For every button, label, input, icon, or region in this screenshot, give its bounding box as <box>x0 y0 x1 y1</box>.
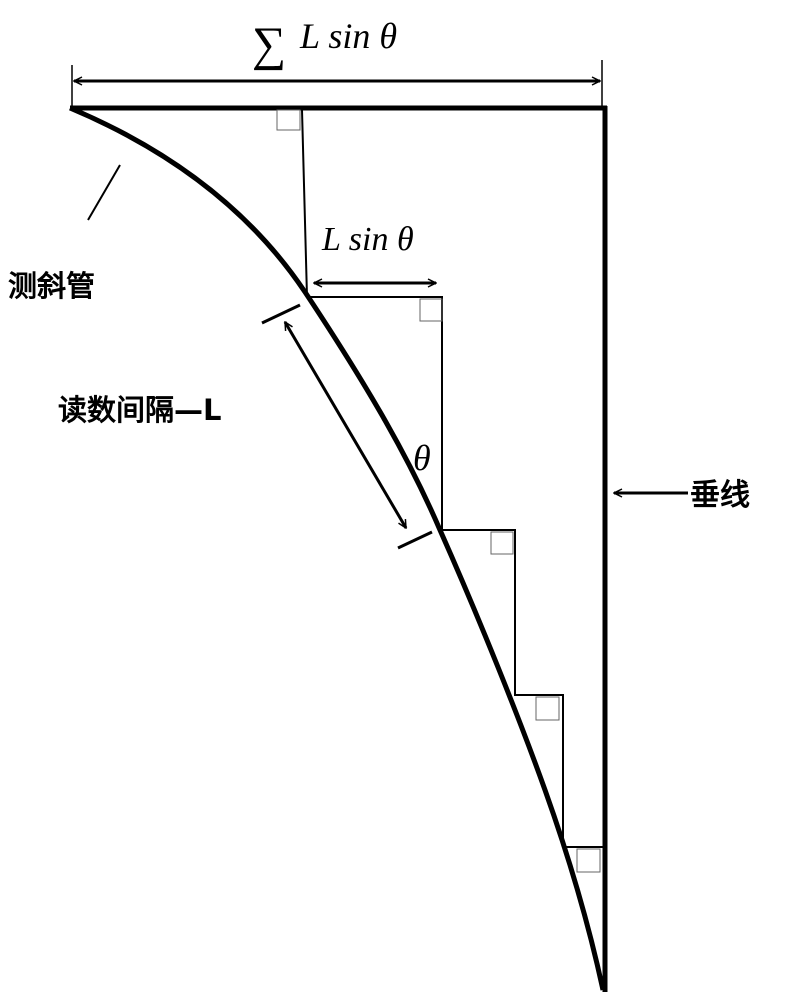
pipe-label: 测斜管 <box>8 269 95 303</box>
sum-expression: L sin θ <box>299 16 397 56</box>
plumb-label: 垂线 <box>690 478 750 513</box>
interval-label: 读数间隔—L <box>58 393 221 427</box>
theta-label: θ <box>413 438 431 478</box>
step-expression: L sin θ <box>321 221 414 258</box>
total-dimension-arrow <box>71 60 603 108</box>
sum-symbol: ∑ <box>252 18 286 71</box>
interval-arrow <box>261 303 433 550</box>
right-angle-marks <box>276 109 601 873</box>
pipe-leader-line <box>87 164 121 221</box>
inclinometer-pipe-curve <box>69 105 606 991</box>
step-construction-lines <box>301 109 603 848</box>
